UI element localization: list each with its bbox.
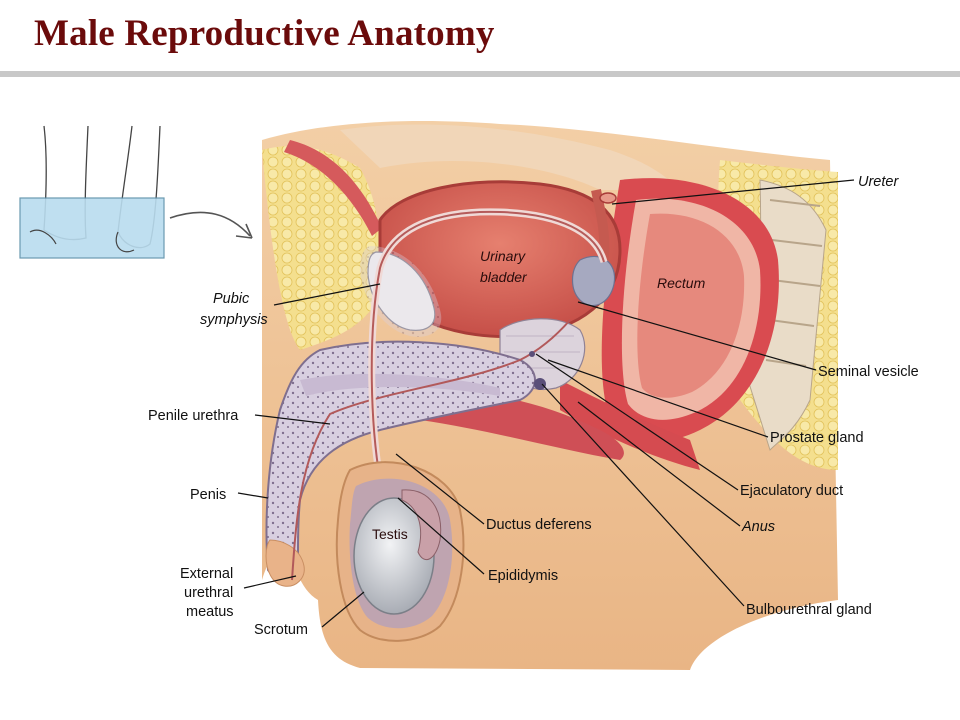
label-epididymis: Epididymis xyxy=(488,568,558,584)
label-urinary-bladder-2: bladder xyxy=(480,269,528,285)
label-seminal-vesicle: Seminal vesicle xyxy=(818,364,919,380)
label-penile-urethra: Penile urethra xyxy=(148,408,239,424)
label-pubic-symphysis-2: symphysis xyxy=(200,312,268,328)
label-scrotum: Scrotum xyxy=(254,622,308,638)
label-ductus-deferens: Ductus deferens xyxy=(486,517,592,533)
label-penis: Penis xyxy=(190,487,226,503)
label-prostate-gland: Prostate gland xyxy=(770,430,864,446)
label-external-urethral-meatus-1: External xyxy=(180,566,233,582)
title-divider xyxy=(0,71,960,77)
label-ejaculatory-duct: Ejaculatory duct xyxy=(740,483,843,499)
orientation-inset xyxy=(19,125,253,259)
label-pubic-symphysis-1: Pubic xyxy=(213,291,250,307)
page-title: Male Reproductive Anatomy xyxy=(34,13,495,54)
label-external-urethral-meatus-3: meatus xyxy=(186,604,234,620)
label-anus: Anus xyxy=(741,519,775,535)
label-testis: Testis xyxy=(372,526,408,542)
label-bulbourethral-gland: Bulbourethral gland xyxy=(746,602,872,618)
anatomy-illustration xyxy=(262,121,838,671)
label-rectum: Rectum xyxy=(657,275,706,291)
label-external-urethral-meatus-2: urethral xyxy=(184,585,233,601)
leader-lines xyxy=(237,179,855,628)
label-ureter: Ureter xyxy=(858,174,899,190)
label-urinary-bladder-1: Urinary xyxy=(480,248,526,264)
